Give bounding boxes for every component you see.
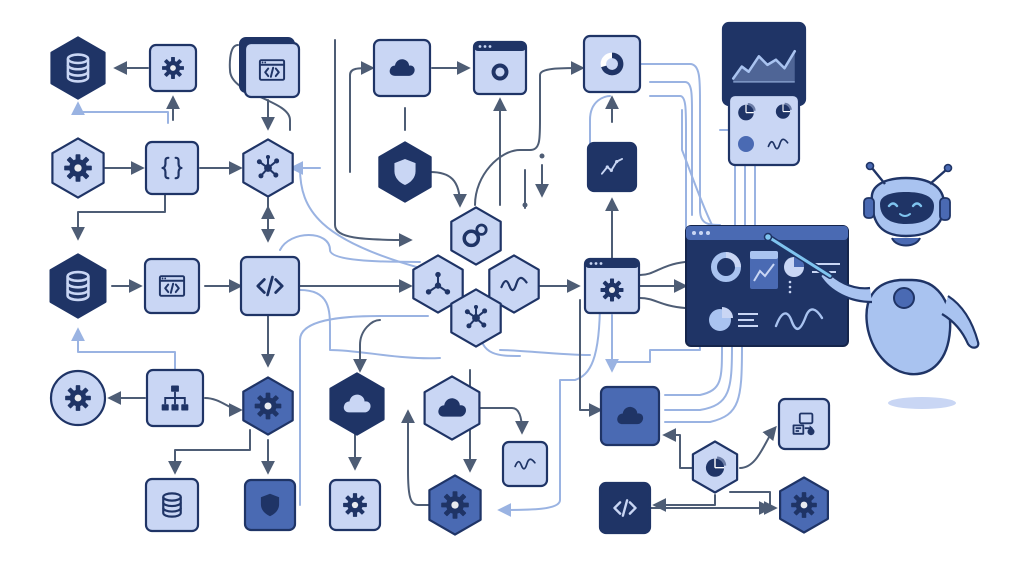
node-pie-panel xyxy=(727,93,801,167)
node-code-mid xyxy=(239,255,301,317)
node-gear-hex-right xyxy=(778,476,830,534)
node-cluster-network xyxy=(450,288,502,348)
robot-left-eye xyxy=(887,202,899,208)
node-hex-shape xyxy=(450,206,502,266)
dashboard-window-dot xyxy=(692,231,696,235)
node-cloud-hex-light xyxy=(423,375,481,441)
node-line-chart-panel xyxy=(721,21,807,107)
robot-chest-light xyxy=(893,287,915,309)
window-title-bar xyxy=(585,259,639,268)
node-trend-small xyxy=(586,141,638,193)
node-square-shape xyxy=(501,440,549,488)
gear-icon xyxy=(162,57,184,79)
pointer-stick-icon xyxy=(763,232,833,279)
pie-wave-icon xyxy=(737,102,793,152)
robot-shadow xyxy=(888,397,956,409)
node-gear-square-bottom xyxy=(328,478,382,532)
robot-antenna-right xyxy=(929,169,947,185)
robot-layer xyxy=(763,161,980,409)
window-dot xyxy=(483,45,487,48)
node-code-navy-bottom xyxy=(598,481,652,535)
gear-icon xyxy=(600,278,624,302)
node-square-shape xyxy=(582,34,642,94)
node-wave-small xyxy=(501,440,549,488)
window-dot xyxy=(488,45,492,48)
node-gear-1 xyxy=(148,43,198,93)
node-gear-hex-bottom xyxy=(428,474,482,536)
gear-icon xyxy=(65,385,91,411)
node-db-bottom xyxy=(144,477,200,533)
robot-smile xyxy=(899,213,911,217)
node-window-gear xyxy=(583,257,641,315)
robot-body xyxy=(865,278,952,376)
node-cluster-gears xyxy=(450,206,502,266)
node-gear-circle xyxy=(49,369,107,427)
node-db-top xyxy=(50,36,106,100)
node-braces xyxy=(144,140,200,196)
gear-icon xyxy=(64,154,92,182)
pie-chart-icon xyxy=(709,307,733,331)
window-dot xyxy=(478,45,482,48)
node-shield-square xyxy=(243,478,297,532)
robot-antenna-left xyxy=(871,167,886,185)
window-title-bar xyxy=(474,42,526,51)
node-db-mid xyxy=(49,253,107,319)
node-gear-hex-mid xyxy=(242,376,294,436)
node-network-hex xyxy=(242,138,294,198)
node-cluster-wave xyxy=(488,254,540,314)
robot-right-ear xyxy=(939,197,951,221)
node-donut-top xyxy=(582,34,642,94)
node-code-window-top xyxy=(239,37,301,99)
node-cloud-top xyxy=(372,38,432,98)
node-window-ring-top xyxy=(472,40,528,96)
node-square-shape xyxy=(586,141,638,193)
robot-neck xyxy=(891,237,921,247)
node-gear-hex-left xyxy=(51,137,105,199)
robot-left-ear xyxy=(863,197,875,219)
node-transfer xyxy=(777,397,831,451)
robot-face-screen xyxy=(880,192,934,224)
node-square-shape xyxy=(144,477,200,533)
dashboard-legend-lines xyxy=(738,313,758,327)
dashboard-panel xyxy=(685,225,849,347)
wave-icon xyxy=(774,308,824,330)
window-dot xyxy=(589,262,593,265)
line-chart-icon xyxy=(750,251,778,289)
robot-right-eye xyxy=(911,202,923,208)
node-cluster-node xyxy=(412,254,464,314)
dashboard-layer xyxy=(685,225,849,347)
node-hex-shape xyxy=(488,254,540,314)
gear-icon xyxy=(343,493,367,517)
dashboard-window-dot xyxy=(706,231,710,235)
window-dot xyxy=(599,262,603,265)
node-cloud-hex-navy xyxy=(329,372,385,436)
node-pie-hex xyxy=(691,440,739,494)
node-square-shape xyxy=(144,140,200,196)
robot-right-arm xyxy=(941,295,980,349)
gear-icon xyxy=(254,392,282,420)
gear-icon xyxy=(441,491,469,519)
robot-icon xyxy=(763,161,980,409)
node-code-window-mid xyxy=(143,257,201,315)
dashboard-window-dot xyxy=(699,231,703,235)
node-cloud-square-mid xyxy=(599,385,661,447)
node-hex-shape xyxy=(49,253,107,319)
window-dot xyxy=(594,262,598,265)
nodes-layer xyxy=(49,21,831,536)
node-hierarchy xyxy=(145,368,205,428)
node-shield-hex xyxy=(378,141,432,203)
gear-icon xyxy=(791,492,817,518)
